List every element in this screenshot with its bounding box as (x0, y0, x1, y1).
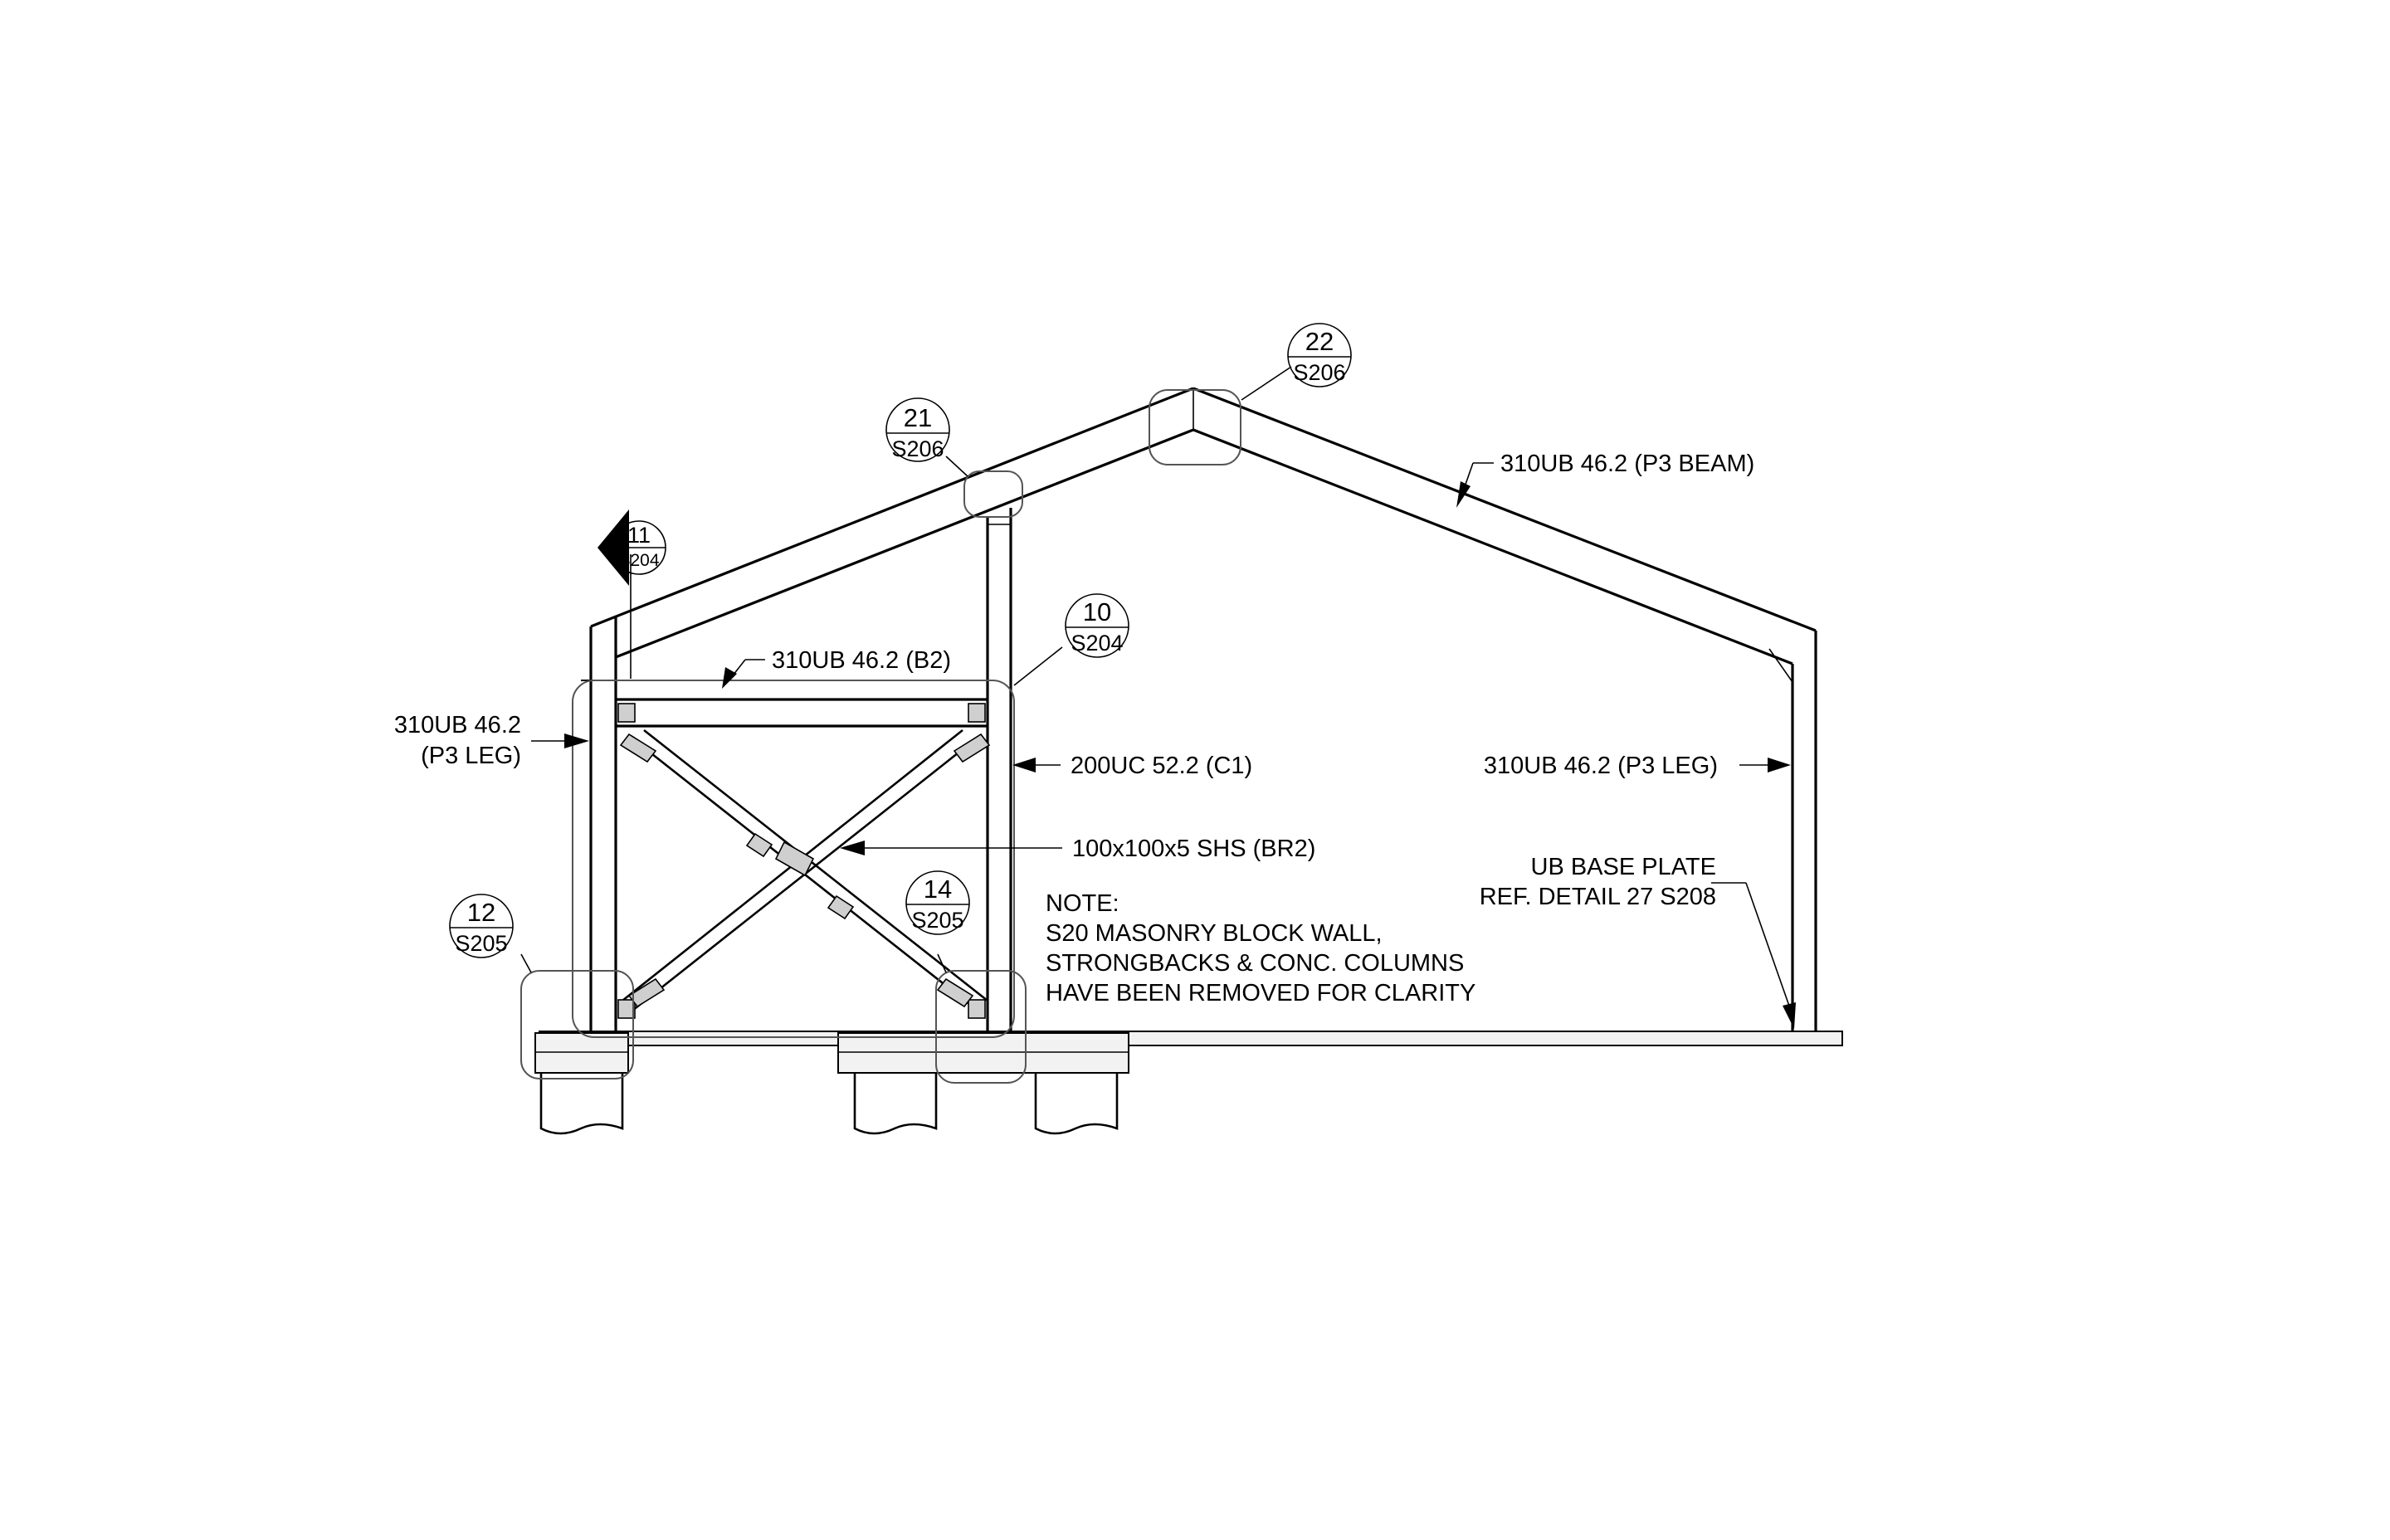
cloud-b2 (572, 680, 1015, 1038)
callout-14[interactable]: 14 S205 (905, 870, 970, 935)
brace-connection (619, 733, 657, 763)
pier-left (539, 1073, 624, 1135)
callout-10[interactable]: 10 S204 (1065, 593, 1129, 658)
cloud-base-middle (935, 970, 1027, 1084)
callout-21-detail: 21 (904, 403, 932, 432)
gusset-plate (617, 999, 636, 1019)
foundation (534, 1031, 1843, 1135)
label-base-plate-line1: UB BASE PLATE (1531, 854, 1717, 880)
callout-22-detail: 22 (1305, 327, 1334, 356)
label-right-leg: 310UB 46.2 (P3 LEG) (1484, 753, 1718, 779)
brace-connection (936, 977, 974, 1008)
callout-22-sheet: S206 (1293, 360, 1345, 385)
callout-10-sheet: S204 (1071, 631, 1123, 655)
section-11-sheet: S204 (618, 551, 659, 570)
label-br2-brace: 100x100x5 SHS (BR2) (1072, 836, 1315, 862)
brace-connection (953, 733, 991, 763)
label-base-plate-line2: REF. DETAIL 27 S208 (1480, 884, 1716, 910)
callout-12-sheet: S205 (455, 931, 507, 956)
pier-middle-2 (1034, 1073, 1119, 1135)
section-11-detail: 11 (627, 523, 651, 548)
gusset-plate (968, 703, 986, 723)
label-c1-column: 200UC 52.2 (C1) (1071, 753, 1252, 779)
detail-clouds (520, 389, 1241, 1084)
x-bracing (617, 703, 991, 1019)
cloud-base-left (520, 970, 634, 1079)
brace-splice (827, 894, 855, 920)
cloud-apex (1149, 389, 1241, 465)
footing-middle (837, 1032, 1129, 1074)
drawing-note: NOTE: S20 MASONRY BLOCK WALL, STRONGBACK… (1046, 890, 1475, 1006)
callout-14-sheet: S205 (911, 908, 963, 933)
note-line-3: HAVE BEEN REMOVED FOR CLARITY (1046, 980, 1475, 1006)
callout-12[interactable]: 12 S205 (449, 894, 514, 958)
note-line-2: STRONGBACKS & CONC. COLUMNS (1046, 950, 1464, 977)
gusset-plate (968, 999, 986, 1019)
section-marker-11[interactable]: 11 S204 (598, 509, 666, 586)
note-line-1: S20 MASONRY BLOCK WALL, (1046, 920, 1383, 947)
label-left-leg-line2: (P3 LEG) (421, 743, 521, 769)
callout-21-sheet: S206 (891, 436, 944, 461)
footing-left (534, 1032, 629, 1074)
cloud-c1-top (963, 470, 1023, 518)
leaders (520, 366, 1796, 1029)
note-heading: NOTE: (1046, 890, 1119, 917)
callout-21[interactable]: 21 S206 (885, 397, 950, 462)
label-b2-beam: 310UB 46.2 (B2) (772, 647, 951, 674)
gusset-plate (617, 703, 636, 723)
ground-slab (539, 1031, 1843, 1046)
callout-10-detail: 10 (1083, 597, 1111, 626)
member-labels: 310UB 46.2 (P3 BEAM) 310UB 46.2 (B2) 310… (394, 451, 1754, 910)
brace-splice (745, 832, 773, 858)
brace-connection (627, 977, 666, 1008)
label-left-leg-line1: 310UB 46.2 (394, 712, 521, 738)
label-p3-beam: 310UB 46.2 (P3 BEAM) (1500, 451, 1754, 477)
callout-22[interactable]: 22 S206 (1287, 323, 1352, 387)
callout-12-detail: 12 (467, 898, 495, 927)
pier-middle-1 (853, 1073, 938, 1135)
brace-crossing-plate (774, 841, 815, 877)
callout-14-detail: 14 (924, 875, 952, 904)
